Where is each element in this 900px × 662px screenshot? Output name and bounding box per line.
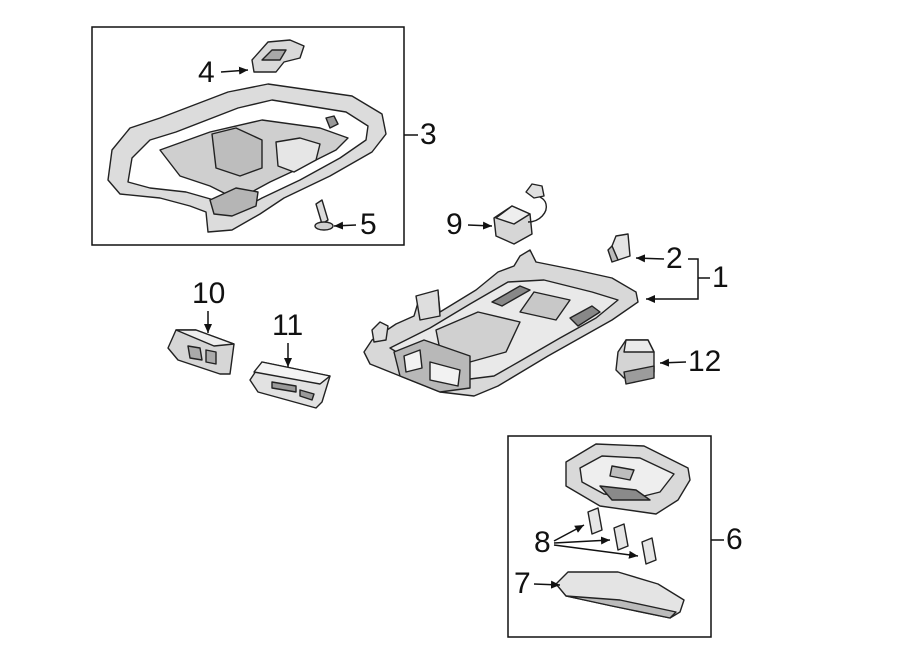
bulbs-part	[587, 507, 657, 565]
group-box-3	[91, 26, 405, 246]
arrow-9	[467, 221, 493, 230]
arrow-8-mid	[553, 536, 611, 545]
callout-6: 6	[726, 523, 743, 556]
lens-part	[555, 571, 685, 619]
callout-12: 12	[688, 345, 722, 378]
leader-lines	[204, 66, 724, 589]
bracket-1	[646, 258, 699, 303]
console-housing-part	[363, 249, 639, 397]
switch-part	[167, 329, 235, 375]
arrow-8-top	[553, 524, 585, 542]
arrow-8-bot	[553, 544, 639, 559]
callout-4: 4	[198, 56, 215, 89]
sensor-part	[615, 339, 655, 385]
clip-part	[607, 233, 631, 263]
arrow-7	[533, 580, 561, 589]
callout-10: 10	[192, 277, 226, 310]
callout-2: 2	[666, 242, 683, 275]
dome-lamp-part	[565, 443, 691, 515]
callout-5: 5	[360, 208, 377, 241]
screw-part	[314, 199, 334, 231]
callout-9: 9	[446, 208, 463, 241]
arrow-4	[220, 66, 249, 75]
module-part	[249, 361, 331, 409]
callout-3: 3	[420, 118, 437, 151]
callout-8: 8	[534, 526, 551, 559]
bracket-part	[251, 39, 305, 73]
callout-11: 11	[272, 309, 304, 342]
arrow-2	[635, 254, 665, 263]
arrow-12	[659, 358, 687, 367]
console-bezel-part	[107, 83, 387, 233]
microphone-part	[493, 183, 547, 245]
group-box-6	[507, 435, 712, 638]
arrow-5	[333, 221, 357, 230]
callout-7: 7	[514, 567, 531, 600]
callout-1: 1	[712, 261, 729, 294]
